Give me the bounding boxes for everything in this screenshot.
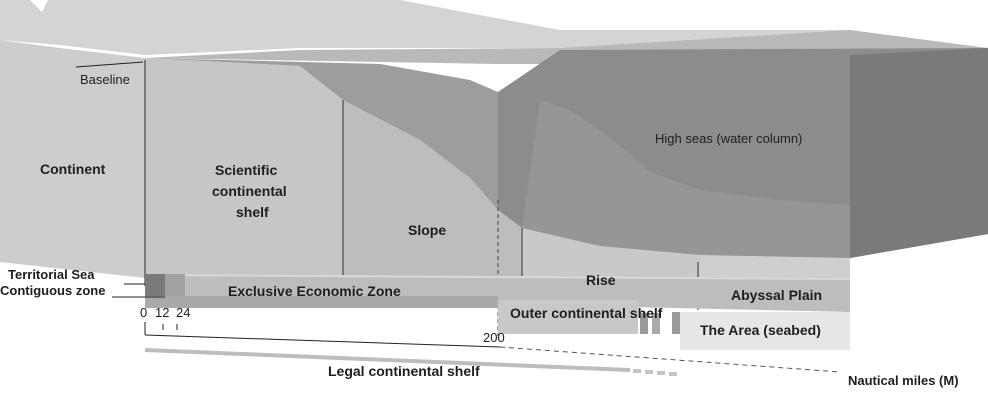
high-seas-label: High seas (water column) bbox=[655, 131, 802, 146]
scientific-shelf-label-3: shelf bbox=[236, 204, 269, 220]
eez-label: Exclusive Economic Zone bbox=[228, 283, 401, 299]
scale-label-12: 12 bbox=[155, 305, 169, 320]
continent-label: Continent bbox=[40, 161, 106, 177]
the-area-band bbox=[680, 312, 850, 350]
land-surface-top bbox=[0, 0, 850, 55]
abyssal-plain-label: Abyssal Plain bbox=[731, 287, 822, 303]
nautical-miles-label: Nautical miles (M) bbox=[848, 373, 959, 388]
scale-label-24: 24 bbox=[176, 305, 190, 320]
outer-shelf-hatch-3 bbox=[672, 312, 680, 334]
zones-strip bbox=[145, 274, 850, 312]
eez-band bbox=[145, 296, 498, 308]
seabed-contour bbox=[522, 100, 850, 258]
scale-label-0: 0 bbox=[140, 305, 147, 320]
legal-shelf-dash-4 bbox=[669, 372, 677, 376]
shelf-water-column bbox=[145, 58, 498, 210]
continent-block bbox=[0, 40, 145, 278]
baseline-label: Baseline bbox=[80, 72, 130, 87]
the-area-label: The Area (seabed) bbox=[700, 322, 821, 338]
outer-shelf-hatch-1 bbox=[640, 313, 648, 334]
contiguous-zone-label: Contiguous zone bbox=[0, 283, 105, 298]
legal-shelf-bar bbox=[145, 348, 630, 372]
baseline-leader bbox=[75, 61, 144, 68]
rise-label: Rise bbox=[586, 272, 616, 288]
legal-shelf-label: Legal continental shelf bbox=[328, 363, 480, 379]
rise-block bbox=[522, 228, 700, 278]
legal-shelf-dash-2 bbox=[645, 370, 653, 374]
legal-shelf-dash-3 bbox=[657, 371, 665, 375]
legal-shelf-dash-1 bbox=[633, 369, 641, 373]
high-seas-side-face bbox=[850, 48, 988, 258]
territorial-sea-band bbox=[145, 274, 165, 296]
zones-strip-top bbox=[145, 274, 850, 280]
scientific-shelf-label-2: continental bbox=[212, 183, 287, 199]
outer-shelf-label: Outer continental shelf bbox=[510, 305, 663, 321]
coast-notch bbox=[30, 0, 48, 12]
slope-block bbox=[343, 100, 522, 278]
scientific-shelf-label-1: Scientific bbox=[215, 162, 277, 178]
territorial-sea-label: Territorial Sea bbox=[8, 267, 95, 282]
scale-line bbox=[144, 334, 501, 348]
contiguous-zone-band bbox=[165, 274, 185, 296]
outer-shelf-band bbox=[498, 300, 638, 334]
outer-shelf-hatch-2 bbox=[652, 313, 660, 334]
scale-line-dashed bbox=[499, 346, 841, 373]
scientific-shelf-block bbox=[145, 58, 343, 278]
slope-label: Slope bbox=[408, 222, 446, 238]
scale-label-200: 200 bbox=[483, 330, 505, 345]
abyssal-block bbox=[700, 255, 850, 278]
